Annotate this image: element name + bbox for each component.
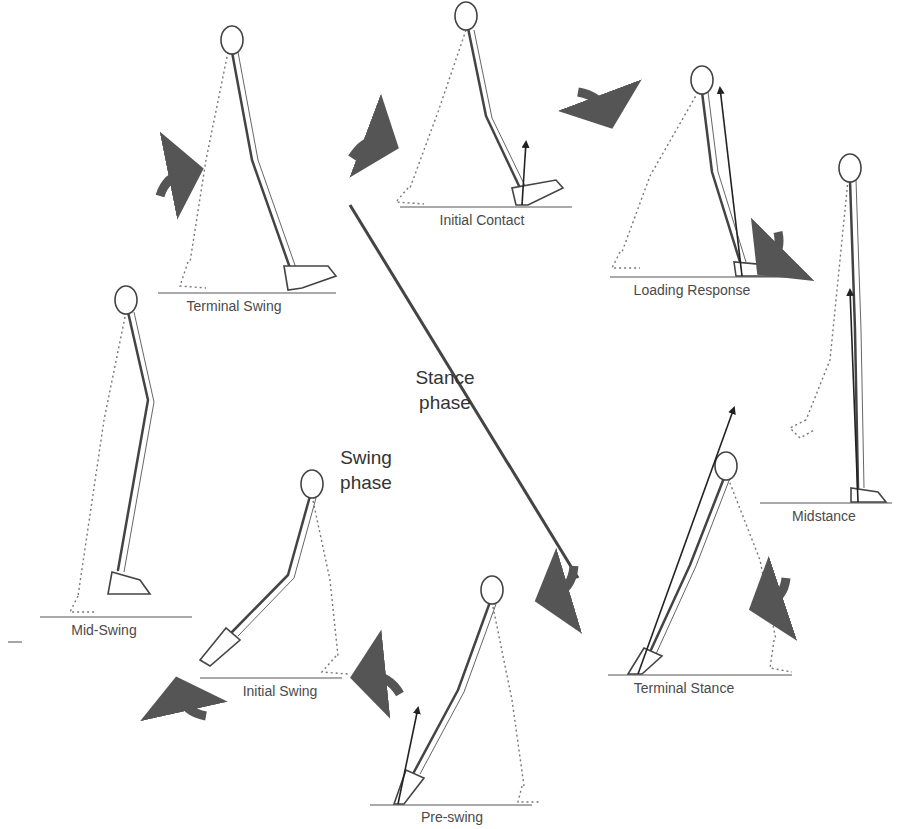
leg-figure bbox=[40, 286, 192, 617]
leg-figure bbox=[158, 26, 336, 293]
phase-divider bbox=[350, 205, 578, 578]
cycle-phase-title: Swing phase bbox=[331, 446, 401, 495]
leg-figure bbox=[396, 2, 572, 207]
leg-figure bbox=[608, 408, 792, 675]
phase-label: Terminal Swing bbox=[187, 298, 282, 314]
leg-figure bbox=[760, 154, 892, 503]
cycle-phase-title: Stance phase bbox=[410, 366, 480, 415]
phase-label: Terminal Stance bbox=[634, 680, 734, 696]
phase-label: Initial Swing bbox=[243, 683, 318, 699]
phase-label: Pre-swing bbox=[421, 809, 483, 825]
leg-figure bbox=[610, 66, 792, 277]
leg-figure bbox=[200, 470, 348, 678]
phase-label: Initial Contact bbox=[440, 212, 525, 228]
phase-label: Loading Response bbox=[634, 282, 751, 298]
stray-mark bbox=[8, 641, 22, 643]
phase-label: Midstance bbox=[792, 508, 856, 524]
phase-label: Mid-Swing bbox=[71, 622, 136, 638]
cycle-arrows bbox=[160, 92, 786, 716]
